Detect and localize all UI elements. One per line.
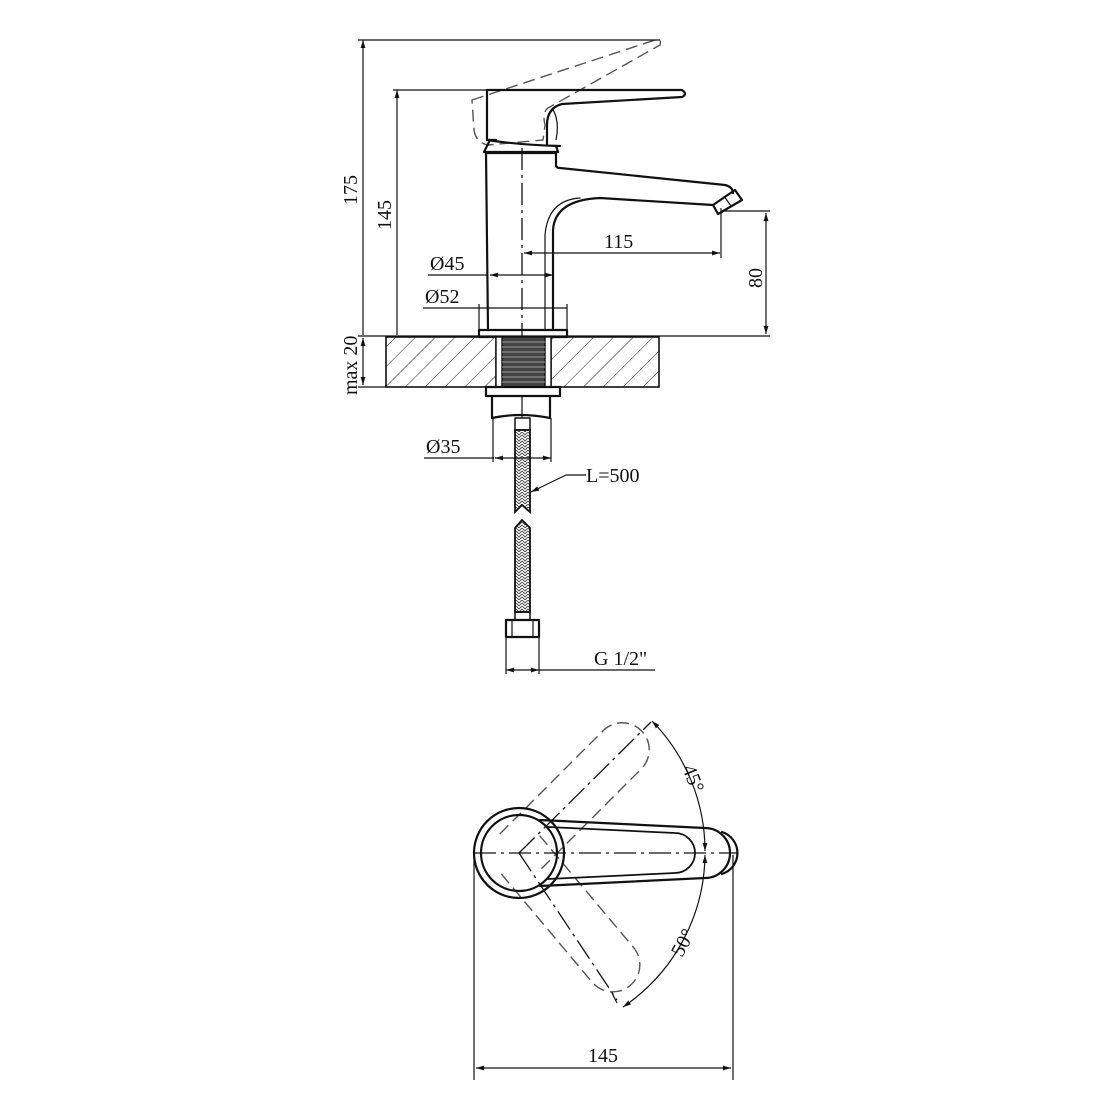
dimension-height-80: 80 [722, 210, 770, 334]
angle-dimension: 45° 50° [622, 720, 708, 1008]
lever-raised-outline [471, 38, 662, 146]
dimension-reach-115: 115 [524, 208, 722, 258]
side-view: 175 145 max 20 115 80 [340, 38, 770, 674]
centerline-45 [518, 721, 652, 854]
angle-50-label: 50° [667, 925, 700, 960]
flexible-hose [504, 429, 541, 639]
lever-position-45-outline [499, 722, 650, 873]
dim-d52-label: Ø52 [425, 286, 459, 308]
dim-d35-label: Ø35 [426, 436, 460, 458]
lever-position-50-outline [497, 835, 641, 993]
dimension-diameter-52: Ø52 [423, 286, 568, 330]
dim-145-top-label: 145 [588, 1045, 618, 1067]
dimension-length-145: 145 [473, 853, 734, 1080]
thread-label: G 1/2" [594, 648, 647, 670]
dim-d45-label: Ø45 [430, 253, 464, 275]
dim-max20-label: max 20 [340, 336, 362, 395]
hose-length-label: L=500 [586, 465, 640, 487]
dim-80-label: 80 [745, 268, 767, 288]
dimension-diameter-35: Ø35 [424, 418, 552, 462]
dimension-height-175: 175 [340, 39, 660, 335]
dimension-countertop: max 20 [340, 336, 366, 395]
dim-115-label: 115 [604, 231, 633, 253]
dimension-diameter-45: Ø45 [428, 253, 553, 278]
top-view: 45° 50° 145 [472, 720, 739, 1080]
hose-length-callout: L=500 [530, 465, 640, 493]
thread-callout: G 1/2" [505, 637, 655, 674]
mounting-nut [484, 385, 562, 431]
centerline-50 [518, 852, 618, 1001]
faucet-body [484, 151, 744, 332]
angle-45-label: 45° [677, 762, 708, 796]
dimension-height-145: 145 [374, 89, 487, 335]
lever-handle [482, 88, 687, 154]
dim-145-label: 145 [374, 200, 396, 230]
countertop-section [385, 336, 660, 388]
dim-175-label: 175 [340, 175, 362, 205]
